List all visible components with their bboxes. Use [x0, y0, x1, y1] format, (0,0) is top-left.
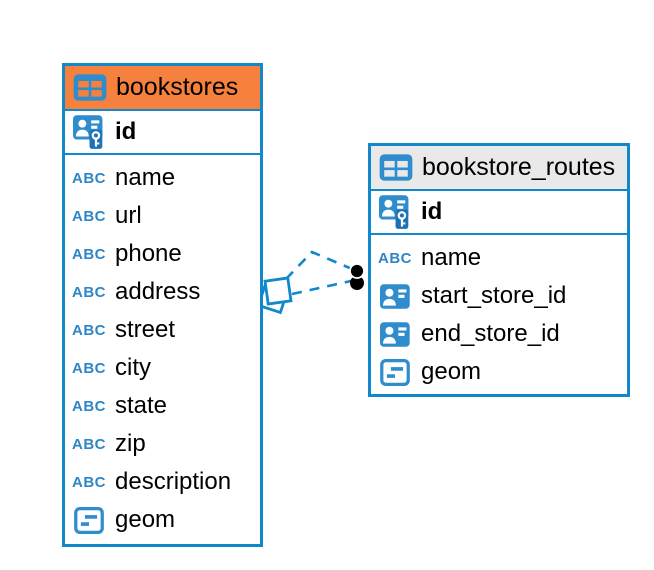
column-row[interactable]: id: [65, 111, 260, 155]
foreign-key-icon: [378, 283, 412, 309]
column-name: end_store_id: [421, 320, 560, 347]
endpoint-dot: [350, 276, 364, 290]
column-row[interactable]: geom: [371, 353, 627, 391]
column-row[interactable]: geom: [65, 501, 260, 539]
relationship-lines[interactable]: [285, 250, 353, 296]
text-icon: ABC: [72, 321, 106, 339]
column-list: id ABC name start_store_id end_store_id …: [371, 191, 627, 391]
column-name: id: [421, 198, 443, 225]
column-row[interactable]: ABC street: [65, 311, 260, 349]
table-title: bookstores: [116, 73, 239, 101]
parent-end-diamonds[interactable]: [256, 276, 293, 315]
column-name: name: [421, 244, 482, 271]
column-row[interactable]: ABC description: [65, 463, 260, 501]
table-header[interactable]: bookstores: [65, 66, 260, 111]
column-row[interactable]: start_store_id: [371, 277, 627, 315]
column-row[interactable]: ABC state: [65, 387, 260, 425]
relationship-line-upper: [285, 250, 353, 280]
column-row[interactable]: ABC city: [65, 349, 260, 387]
column-row[interactable]: ABC name: [371, 239, 627, 277]
column-name: start_store_id: [421, 282, 567, 309]
column-name: street: [115, 316, 176, 343]
column-name: geom: [421, 358, 482, 385]
endpoint-dot: [349, 263, 365, 279]
column-name: phone: [115, 240, 182, 267]
column-row[interactable]: ABC url: [65, 197, 260, 235]
text-icon: ABC: [72, 245, 106, 263]
column-row[interactable]: ABC name: [65, 159, 260, 197]
table-bookstore-routes[interactable]: bookstore_routes id ABC name start_store…: [368, 143, 630, 397]
column-row[interactable]: id: [371, 191, 627, 235]
text-icon: ABC: [72, 397, 106, 415]
column-name: zip: [115, 430, 146, 457]
column-name: geom: [115, 506, 176, 533]
text-icon: ABC: [72, 283, 106, 301]
table-icon: [379, 153, 413, 182]
text-icon: ABC: [378, 249, 412, 267]
foreign-key-icon: [378, 321, 412, 347]
column-name: city: [115, 354, 151, 381]
text-icon: ABC: [72, 435, 106, 453]
column-name: id: [115, 118, 137, 145]
column-list: id ABC name ABC url ABC phone ABC addres…: [65, 111, 260, 539]
column-row[interactable]: ABC address: [65, 273, 260, 311]
relationship-line-lower: [291, 279, 352, 296]
geometry-icon: [378, 358, 412, 386]
column-name: address: [115, 278, 201, 305]
text-icon: ABC: [72, 473, 106, 491]
column-name: name: [115, 164, 176, 191]
text-icon: ABC: [72, 207, 106, 225]
child-end-dots[interactable]: [349, 263, 365, 290]
table-title: bookstore_routes: [422, 153, 616, 181]
column-name: url: [115, 202, 142, 229]
table-header[interactable]: bookstore_routes: [371, 146, 627, 191]
primary-key-icon: [378, 194, 412, 230]
geometry-icon: [72, 506, 106, 534]
column-row[interactable]: ABC zip: [65, 425, 260, 463]
column-name: state: [115, 392, 168, 419]
column-name: description: [115, 468, 232, 495]
text-icon: ABC: [72, 169, 106, 187]
endpoint-diamond: [263, 276, 293, 306]
table-bookstores[interactable]: bookstores id ABC name ABC url ABC phone…: [62, 63, 263, 547]
column-row[interactable]: ABC phone: [65, 235, 260, 273]
table-icon: [73, 73, 107, 102]
text-icon: ABC: [72, 359, 106, 377]
column-row[interactable]: end_store_id: [371, 315, 627, 353]
primary-key-icon: [72, 114, 106, 150]
